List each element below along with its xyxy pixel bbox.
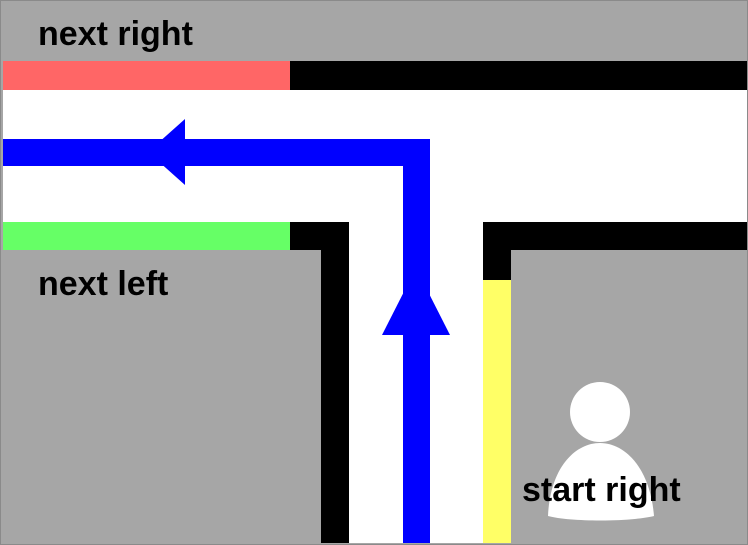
start-right-marker bbox=[483, 280, 511, 543]
next-left-marker bbox=[3, 222, 290, 250]
route-left-arrowhead bbox=[148, 119, 185, 185]
next-right-marker bbox=[3, 61, 290, 90]
person-icon bbox=[548, 382, 654, 521]
next-left-label: next left bbox=[38, 265, 169, 303]
next-right-label: next right bbox=[38, 15, 193, 53]
left-side-curb bbox=[321, 222, 349, 543]
left-corner-curb bbox=[290, 222, 321, 250]
right-corner-curb bbox=[483, 222, 511, 280]
start-right-label: start right bbox=[522, 471, 681, 509]
route-horizontal-segment bbox=[3, 139, 430, 166]
top-curb bbox=[290, 61, 747, 90]
route-upper-segment bbox=[403, 139, 430, 339]
right-top-curb bbox=[511, 222, 747, 250]
route-vertical-segment bbox=[403, 335, 430, 543]
